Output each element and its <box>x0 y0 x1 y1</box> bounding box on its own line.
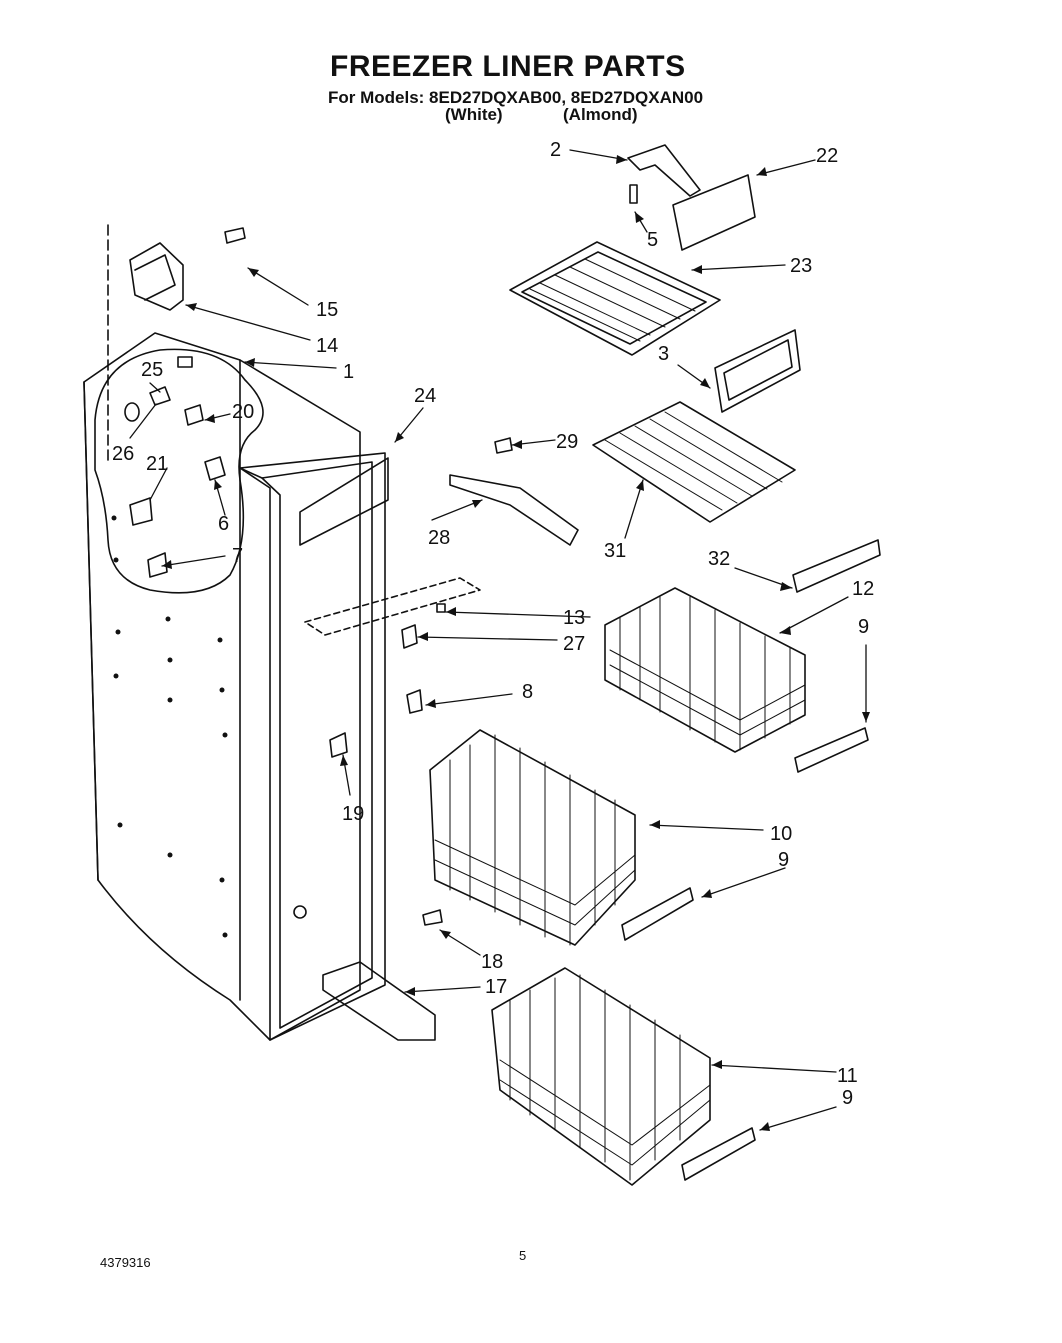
drain-hole <box>293 905 307 919</box>
part-8-clip <box>406 689 423 714</box>
callout-8: 8 <box>522 681 533 703</box>
part-label-panel <box>177 356 193 368</box>
callout-19: 19 <box>342 803 364 825</box>
part-2-bracket <box>627 144 701 197</box>
part-3-frame <box>714 329 801 413</box>
part-13-clip <box>436 603 446 613</box>
callout-numbers: 2 22 5 23 3 15 14 1 25 20 26 21 6 7 24 2… <box>112 139 874 1109</box>
callout-25: 25 <box>141 359 163 381</box>
part-9-trim-c <box>681 1127 756 1181</box>
callout-10: 10 <box>770 823 792 845</box>
callout-29: 29 <box>556 431 578 453</box>
callout-23: 23 <box>790 255 812 277</box>
callout-21: 21 <box>146 453 168 475</box>
callout-11: 11 <box>837 1065 858 1087</box>
callout-20: 20 <box>232 401 254 423</box>
part-10-basket <box>429 729 636 946</box>
part-24-duct-cover <box>299 457 389 546</box>
callout-27: 27 <box>563 633 585 655</box>
callout-9-middle: 9 <box>778 849 789 871</box>
part-13-guide <box>304 577 481 636</box>
part-31-wire-shelf <box>592 401 796 523</box>
variant-white: (White) <box>445 105 503 124</box>
callout-31: 31 <box>604 540 626 562</box>
callout-18: 18 <box>481 951 503 973</box>
part-14-bracket <box>129 242 184 311</box>
part-3-inner <box>723 339 793 401</box>
part-21-thermostat <box>129 497 153 526</box>
part-22-cover <box>672 174 756 251</box>
callout-28: 28 <box>428 527 450 549</box>
part-27-clip <box>401 624 418 649</box>
callout-2: 2 <box>550 139 561 161</box>
callout-12: 12 <box>852 578 874 600</box>
callout-22: 22 <box>816 145 838 167</box>
callout-15: 15 <box>316 299 338 321</box>
part-20-switch <box>184 404 204 426</box>
callout-5: 5 <box>647 229 658 251</box>
models-line: For Models: 8ED27DQXAB00, 8ED27DQXAN00 <box>328 88 704 107</box>
part-19-light <box>329 732 348 758</box>
part-26-bulb <box>124 402 140 422</box>
part-5-screw <box>629 184 638 204</box>
callout-24: 24 <box>414 385 436 407</box>
part-15-screw <box>224 227 246 244</box>
control-area-outline <box>94 348 264 594</box>
part-23-shelf <box>509 241 721 356</box>
part-7-knob <box>147 552 168 578</box>
arrowheads <box>162 155 870 1131</box>
part-32-trim <box>792 539 881 593</box>
part-12-basket <box>604 587 806 753</box>
part-25-lamp-socket <box>149 386 171 406</box>
callout-7: 7 <box>232 545 243 567</box>
callout-13: 13 <box>563 607 585 629</box>
part-9-trim-a <box>794 727 869 773</box>
callout-1: 1 <box>343 361 354 383</box>
part-11-basket <box>491 967 711 1186</box>
callout-9-top: 9 <box>858 616 869 638</box>
variant-almond: (Almond) <box>563 105 638 124</box>
callout-6: 6 <box>218 513 229 535</box>
document-number: 4379316 <box>100 1255 151 1270</box>
page-title: FREEZER LINER PARTS <box>330 50 686 83</box>
part-18-screw <box>422 909 443 926</box>
freezer-liner-body <box>83 332 386 1041</box>
callout-32: 32 <box>708 548 730 570</box>
part-29-screw <box>494 437 513 454</box>
callout-26: 26 <box>112 443 134 465</box>
part-28-support <box>449 474 579 546</box>
callout-9-bottom: 9 <box>842 1087 853 1109</box>
part-17-trim <box>322 961 436 1041</box>
callout-3: 3 <box>658 343 669 365</box>
page-number: 5 <box>519 1248 527 1263</box>
callout-14: 14 <box>316 335 338 357</box>
part-6-damper <box>204 456 226 481</box>
callout-17: 17 <box>485 976 507 998</box>
part-9-trim-b <box>621 887 694 941</box>
